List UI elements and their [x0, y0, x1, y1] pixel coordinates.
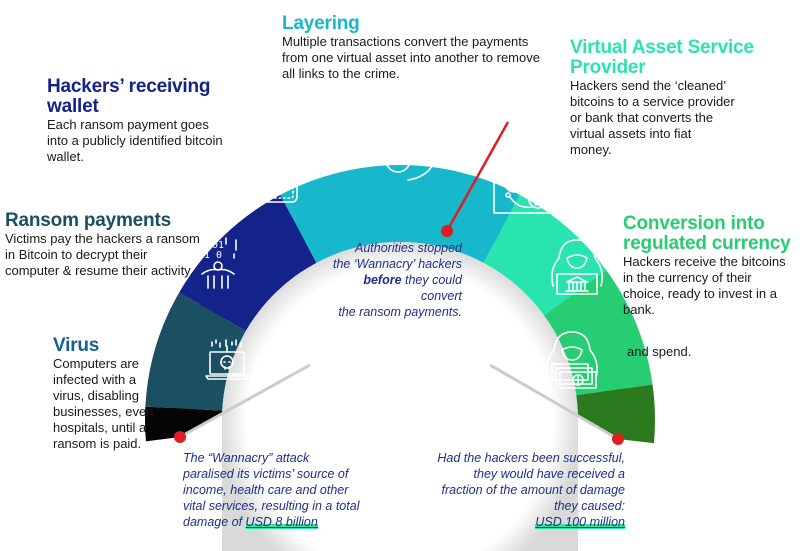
step-description: Hackers send the ‘cleaned’ bitcoins to a… [570, 78, 735, 157]
stop-dot [441, 225, 453, 237]
left-note-text: The “Wannacry” attack paralised its vict… [183, 451, 360, 529]
step-description: Victims pay the hackers a ransom in Bitc… [5, 231, 200, 278]
arch-segment-vasp [483, 194, 607, 316]
dollar-bitcoin-exchange-icon [493, 166, 563, 214]
left-dot [174, 431, 186, 443]
step-title: Virtual Asset Service Provider [570, 37, 754, 78]
step-title: Layering [282, 13, 360, 34]
right-pointer-line [489, 363, 619, 441]
step-virus: Virus Computers are infected with a viru… [53, 336, 183, 452]
step-spend: and spend. [627, 344, 727, 360]
binary-code-person-icon: 0 01 1 0 [195, 237, 237, 289]
step-ransom: Ransom payments Victims pay the hackers … [5, 211, 205, 279]
center-note-line: before they could convert [330, 272, 462, 304]
right-note-text: Had the hackers been successful, they wo… [437, 451, 625, 513]
step-description: and spend. [627, 344, 692, 359]
arch-inner-hole [222, 242, 578, 551]
hacker-bank-laptop-icon [551, 239, 603, 295]
center-note-line: Authorities stopped [354, 241, 462, 255]
step-title: Conversion into regulated currency [623, 213, 791, 254]
right-dot [612, 433, 624, 445]
step-description: Multiple transactions convert the paymen… [282, 34, 540, 81]
stop-line [445, 121, 510, 232]
step-wallet: Hackers’ receiving wallet Each ransom pa… [47, 77, 257, 165]
crypto-exchange-cycle-icon [347, 97, 444, 181]
step-conversion: Conversion into regulated currency Hacke… [623, 214, 800, 318]
center-note-rest: they could convert [401, 273, 462, 303]
arch-segment-wallet [179, 194, 317, 331]
svg-text:0 01: 0 01 [200, 240, 224, 251]
svg-text:1 0: 1 0 [204, 250, 222, 261]
infected-laptop-skull-icon [205, 339, 249, 380]
arch-segment-ransom [145, 292, 246, 411]
step-vasp: Virtual Asset Service Provider Hackers s… [570, 38, 760, 158]
step-title: Hackers’ receiving wallet [47, 76, 211, 117]
arch-segment-layering [280, 165, 520, 263]
step-title: Ransom payments [5, 210, 171, 231]
step-description: Each ransom payment goes into a publicly… [47, 117, 223, 164]
step-description: Computers are infected with a virus, dis… [53, 356, 154, 451]
right-note-amount: USD 100 million [535, 515, 625, 529]
bitcoin-wallet-icon [250, 157, 298, 203]
arch-segment-conversion [544, 270, 653, 405]
center-note: Authorities stopped the ‘Wannacry’ hacke… [330, 240, 462, 320]
left-note-amount: USD 8 billion [245, 515, 318, 529]
center-note-bold: before [363, 273, 402, 287]
step-title: Virus [53, 335, 100, 356]
step-description: Hackers receive the bitcoins in the curr… [623, 254, 786, 317]
step-layering: Layering Multiple transactions convert t… [282, 14, 552, 82]
center-note-line: the ransom payments. [338, 305, 462, 319]
hacker-cash-icon [546, 331, 598, 389]
left-note: The “Wannacry” attack paralised its vict… [183, 450, 361, 530]
left-pointer-line [179, 363, 311, 439]
center-note-line: the ‘Wannacry’ hackers [333, 257, 462, 271]
right-note: Had the hackers been successful, they wo… [435, 450, 625, 530]
